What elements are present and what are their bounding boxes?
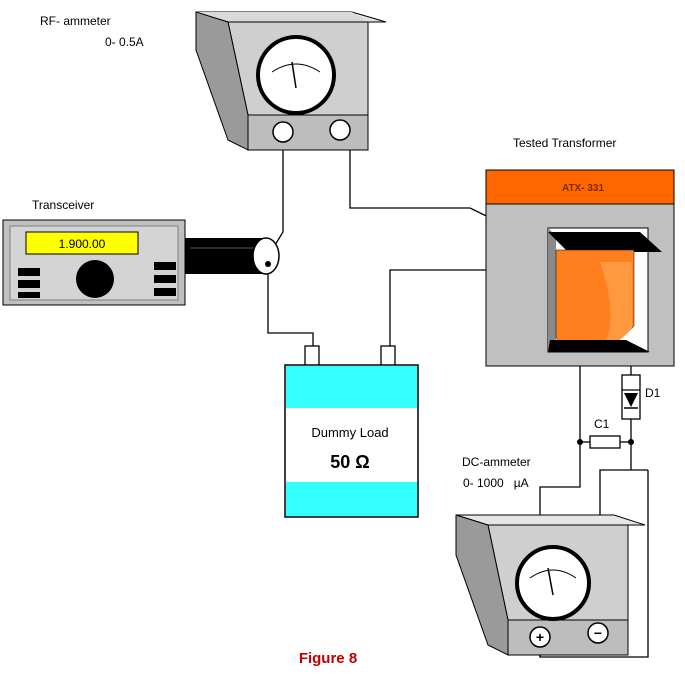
dc-ammeter-plus-terminal — [529, 626, 551, 648]
junction-c1-left — [577, 439, 583, 445]
transformer-bobbin-bottom — [548, 340, 650, 352]
dummy-load-title: Dummy Load — [311, 425, 388, 440]
dc-ammeter-scale — [529, 569, 577, 579]
rf-ammeter-face — [196, 12, 369, 22]
transceiver-button-right-1 — [154, 262, 176, 270]
transceiver-tuning-knob — [76, 260, 114, 298]
dc-ammeter-needle — [547, 567, 554, 596]
transceiver-button-left-2 — [18, 280, 40, 288]
minus-sign: − — [594, 625, 602, 641]
coax-connector-pin — [265, 261, 271, 267]
dummy-load-terminal-left — [304, 345, 320, 367]
dc-ammeter — [455, 514, 646, 656]
capacitor-body — [589, 435, 621, 449]
dc-ammeter-base — [507, 619, 629, 656]
rf-ammeter-needle — [291, 61, 297, 89]
diode-symbol — [624, 393, 638, 407]
transformer-core-label: ATX- 331 — [562, 183, 604, 194]
transceiver — [2, 219, 280, 306]
diode-label: D1 — [645, 386, 661, 400]
coax-cable — [185, 238, 263, 274]
transceiver-display — [25, 231, 139, 255]
rf-ammeter-title: RF- ammeter — [40, 14, 111, 28]
diode-d1 — [621, 374, 641, 420]
dummy-load — [284, 345, 419, 518]
plus-sign: + — [536, 629, 544, 645]
transceiver-button-right-3 — [154, 288, 176, 296]
rf-ammeter-scale — [271, 63, 321, 73]
dummy-load-terminal-right — [380, 345, 396, 367]
transceiver-frequency: 1.900.00 — [59, 237, 106, 251]
dummy-load-band-bottom — [286, 482, 417, 516]
figure-caption: Figure 8 — [299, 650, 357, 667]
dummy-load-value: 50 Ω — [330, 452, 369, 472]
rf-ammeter-range: 0- 0.5A — [105, 35, 144, 49]
capacitor-c1 — [577, 435, 634, 449]
transceiver-button-left-3 — [18, 292, 40, 298]
rf-ammeter-dial — [256, 35, 336, 115]
wire-connector-to-dummy-load — [267, 262, 314, 347]
secondary-terminal-right — [628, 343, 634, 349]
dummy-load-band-top — [286, 366, 417, 408]
dc-ammeter-minus-terminal — [587, 622, 609, 644]
transceiver-title: Transceiver — [32, 198, 94, 212]
transceiver-button-left-1 — [18, 268, 40, 276]
wire-rf-ammeter-to-connector — [271, 140, 284, 251]
dc-ammeter-title: DC-ammeter — [462, 455, 531, 469]
transformer-core-band — [485, 169, 675, 205]
transformer-title: Tested Transformer — [513, 136, 616, 150]
rf-ammeter — [195, 11, 387, 151]
transceiver-button-right-2 — [154, 275, 176, 283]
secondary-terminal-left — [577, 343, 583, 349]
capacitor-label: C1 — [594, 417, 610, 431]
coax-connector — [252, 237, 280, 275]
tested-transformer — [485, 169, 675, 367]
dc-ammeter-range: 0- 1000 µA — [463, 476, 529, 490]
transformer-coil-highlight — [600, 262, 632, 348]
rf-ammeter-terminal-right — [329, 119, 351, 141]
rf-ammeter-terminal-left — [272, 121, 294, 143]
dc-ammeter-dial — [515, 545, 591, 621]
transformer-window-shade — [548, 228, 556, 352]
junction-c1-right — [628, 439, 634, 445]
transformer-bobbin-top — [548, 232, 662, 252]
